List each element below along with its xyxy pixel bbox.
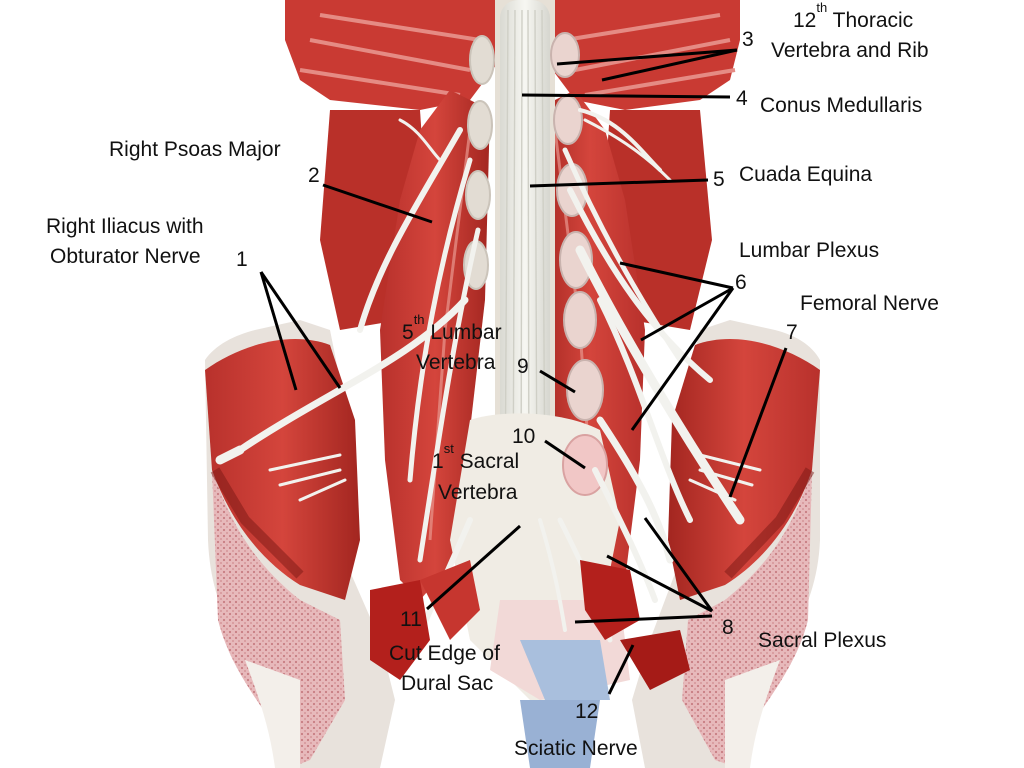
callout-number-4: 4 (736, 87, 748, 110)
label-right-psoas-major: Right Psoas Major (109, 138, 281, 161)
callout-number-2: 2 (308, 164, 320, 187)
label-cauda-equina: Cuada Equina (739, 163, 873, 186)
label-thoracic-line1: 12th Thoracic (793, 0, 914, 32)
label-dural-sac-line1: Cut Edge of (389, 642, 500, 665)
callout-number-6: 6 (735, 271, 747, 294)
label-thoracic-line2: Vertebra and Rib (771, 39, 929, 62)
label-sacral-vertebra-line1: 1st Sacral (432, 441, 520, 473)
label-sciatic-nerve: Sciatic Nerve (514, 737, 638, 760)
leader-lines (259, 48, 788, 695)
label-lumbar-plexus: Lumbar Plexus (739, 239, 880, 262)
label-dural-sac-line2: Dural Sac (401, 672, 494, 695)
nerve-branches (215, 108, 762, 663)
callout-number-5: 5 (713, 168, 725, 191)
label-sacral-plexus: Sacral Plexus (758, 629, 887, 652)
label-iliacus-line1: Right Iliacus with (46, 215, 204, 238)
label-femoral-nerve: Femoral Nerve (800, 292, 939, 315)
label-lumbar-vertebra-line1: 5th Lumbar (402, 312, 502, 344)
callout-number-1: 1 (236, 248, 248, 271)
callout-number-8: 8 (722, 616, 734, 639)
callout-number-9: 9 (517, 355, 529, 378)
callout-number-7: 7 (786, 321, 798, 344)
callout-number-3: 3 (742, 28, 754, 51)
callout-number-11: 11 (400, 608, 422, 631)
label-lumbar-vertebra-line2: Vertebra (416, 351, 496, 374)
label-iliacus-line2: Obturator Nerve (50, 245, 201, 268)
callout-number-12: 12 (575, 700, 599, 723)
label-conus-medullaris: Conus Medullaris (760, 94, 923, 117)
callout-number-10: 10 (512, 425, 536, 448)
label-sacral-vertebra-line2: Vertebra (438, 481, 518, 504)
